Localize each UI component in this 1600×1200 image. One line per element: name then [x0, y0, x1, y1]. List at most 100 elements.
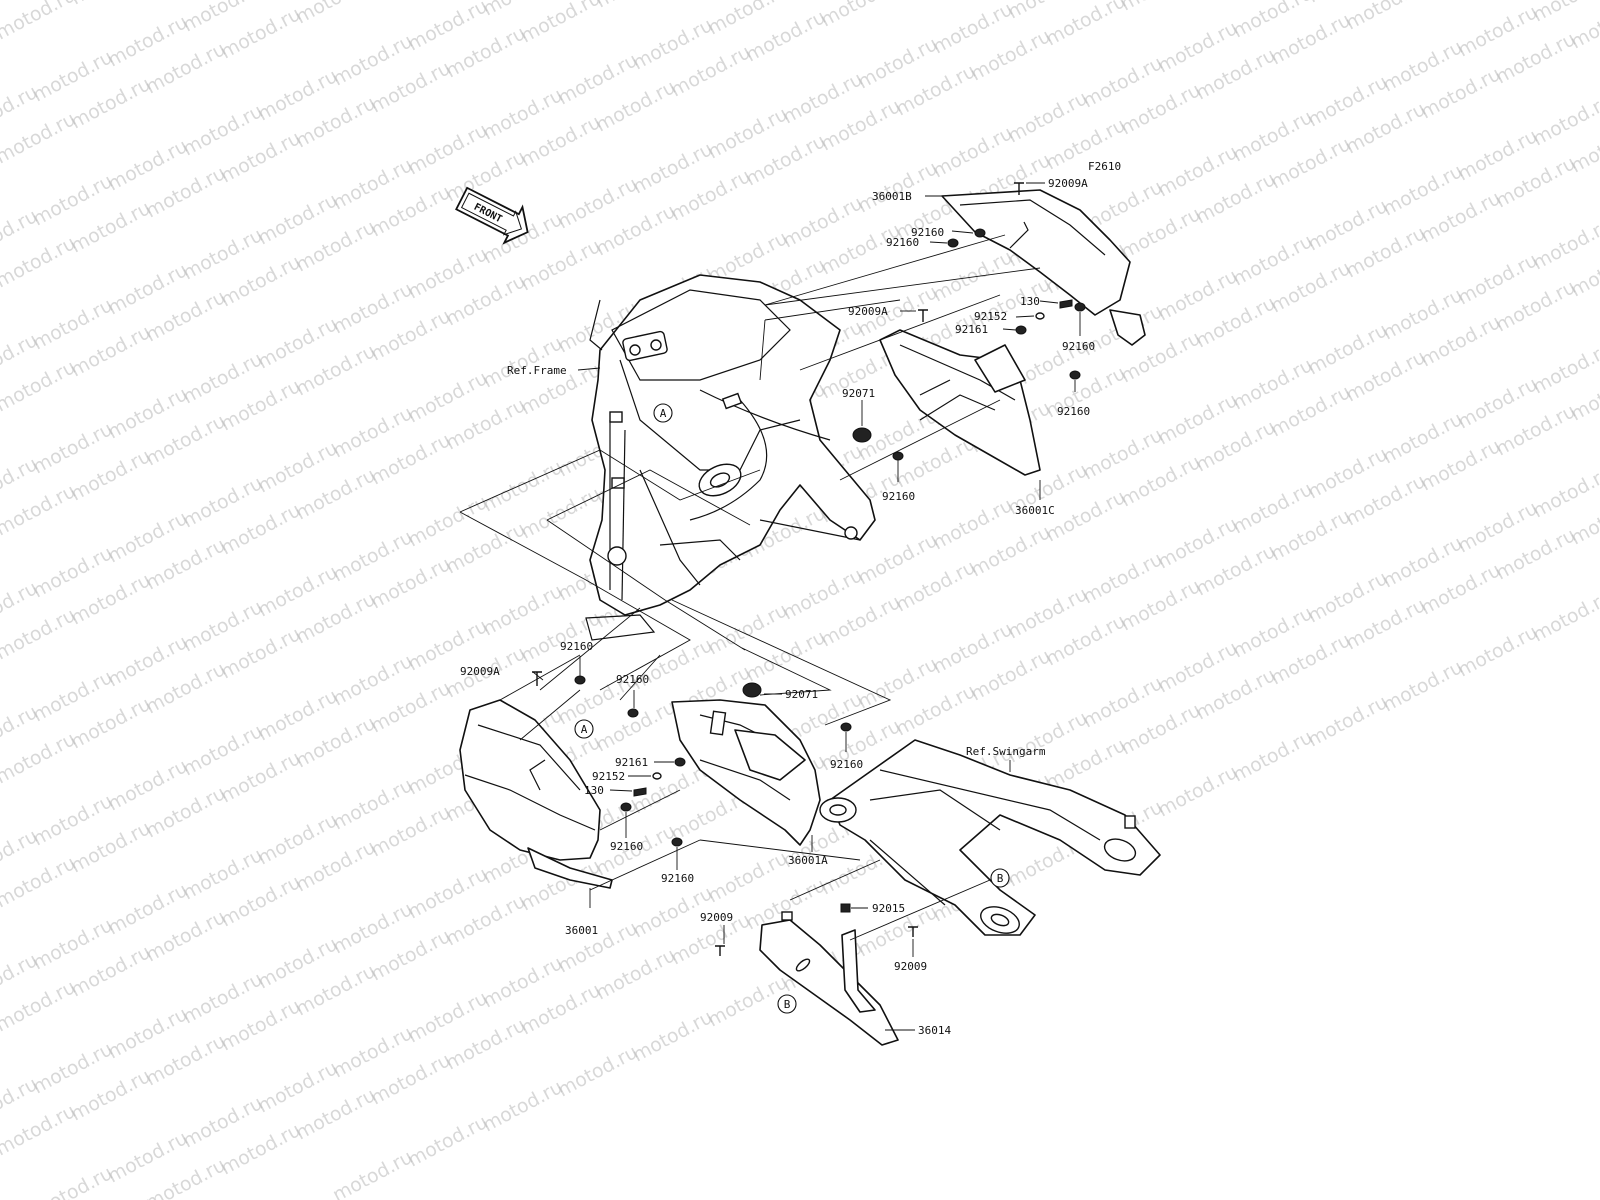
- swingarm-illustration: [819, 739, 1161, 936]
- callout-markers: A A B B: [574, 403, 1010, 1014]
- watermark-text: motod.ru: [0, 604, 79, 664]
- callout-b-swingarm-label: B: [997, 872, 1004, 885]
- callout-a-lower: [574, 719, 594, 739]
- watermark-text: motod.ru: [1529, 586, 1600, 646]
- callout-a-lower-label: A: [581, 723, 588, 736]
- bolt-92009a-b: [918, 309, 928, 322]
- label-92015: 92015: [872, 902, 905, 915]
- label-92160-upper-2: 92160: [911, 226, 944, 239]
- bolt-130-a: [1059, 299, 1073, 309]
- watermark-text: motod.ru: [1154, 761, 1241, 821]
- watermark-text: motod.ru: [1454, 621, 1541, 681]
- watermark-text: motod.ru: [0, 852, 79, 912]
- damper-92160-h: [840, 722, 852, 732]
- label-92160-upper-3: 92160: [1062, 340, 1095, 353]
- watermark-text: motod.ru: [554, 1041, 641, 1101]
- damper-92160-g: [627, 708, 639, 718]
- label-130-upper: 130: [1020, 295, 1040, 308]
- label-92071-upper: 92071: [842, 387, 875, 400]
- watermark-text: motod.ru: [1529, 90, 1600, 150]
- label-92152-upper: 92152: [974, 310, 1007, 323]
- watermark-text: motod.ru: [1379, 656, 1466, 716]
- watermark-text: motod.ru: [479, 1076, 566, 1136]
- damper-92160-a: [947, 238, 959, 248]
- cover-36001: [459, 699, 613, 889]
- watermark-text: motod.ru: [0, 108, 79, 168]
- bolt-130-b: [633, 787, 647, 797]
- frame-illustration: [585, 274, 876, 641]
- label-36001a: 36001A: [788, 854, 828, 867]
- watermark-text: motod.ru: [0, 232, 79, 292]
- collar-92152-a: [1035, 312, 1045, 320]
- label-36001b: 36001B: [872, 190, 912, 203]
- cover-36001b: [941, 189, 1146, 346]
- label-36014: 36014: [918, 1024, 951, 1037]
- watermark-text: motod.ru: [817, 0, 904, 31]
- bolt-92009-a: [715, 945, 725, 956]
- callout-a-upper: [653, 403, 673, 423]
- watermark-text: motod.ru: [1529, 462, 1600, 522]
- label-92009-right: 92009: [894, 960, 927, 973]
- damper-92160-j: [671, 837, 683, 847]
- label-92071-lower: 92071: [785, 688, 818, 701]
- label-ref-frame: Ref.Frame: [507, 364, 567, 377]
- label-92160-upper-4: 92160: [1057, 405, 1090, 418]
- callout-b-swingarm: [990, 868, 1010, 888]
- callout-b-guard-label: B: [784, 998, 791, 1011]
- label-92152-lower: 92152: [592, 770, 625, 783]
- damper-92161-a: [1015, 325, 1027, 335]
- watermark-text: motod.ru: [0, 480, 79, 540]
- damper-92160-f: [574, 675, 586, 685]
- watermark-text: motod.ru: [329, 1146, 416, 1200]
- watermark-text: motod.ru: [0, 1100, 79, 1160]
- watermark-text: motod.ru: [1529, 214, 1600, 274]
- watermark-text: motod.ru: [517, 0, 604, 47]
- part-labels: F2610 92009A 36001B 92160 92160 130 9200…: [460, 160, 1121, 1037]
- callout-b-guard: [777, 994, 797, 1014]
- watermark-text: motod.ru: [0, 356, 79, 416]
- label-92009a-mid: 92009A: [848, 305, 888, 318]
- chain-guard-36014: [759, 911, 899, 1046]
- label-92160-lower-4: 92160: [610, 840, 643, 853]
- label-ref-swingarm: Ref.Swingarm: [966, 745, 1046, 758]
- label-130-lower: 130: [584, 784, 604, 797]
- label-92160-upper-5: 92160: [882, 490, 915, 503]
- damper-92160-c: [1074, 302, 1086, 312]
- collar-92152-b: [652, 772, 662, 780]
- watermark-text: motod.ru: [292, 0, 379, 28]
- callout-a-upper-label: A: [660, 407, 667, 420]
- label-92160-upper-1: 92160: [886, 236, 919, 249]
- label-92160-lower-1: 92160: [560, 640, 593, 653]
- damper-92160-d: [1069, 370, 1081, 380]
- label-92009a-lower: 92009A: [460, 665, 500, 678]
- label-36001: 36001: [565, 924, 598, 937]
- hardware-symbols: [532, 182, 1086, 956]
- watermark-text: motod.ru: [1304, 691, 1391, 751]
- damper-92071-a: [852, 427, 872, 443]
- bolt-92009a-c: [532, 671, 542, 686]
- watermark-text: motod.ru: [1042, 0, 1129, 50]
- bolt-92009-b: [908, 926, 918, 937]
- label-92160-lower-3: 92160: [830, 758, 863, 771]
- watermark-text: motod.ru: [1229, 726, 1316, 786]
- figure-code: F2610: [1088, 160, 1121, 173]
- label-92161-lower: 92161: [615, 756, 648, 769]
- watermark-text: motod.ru: [1117, 0, 1204, 15]
- watermark-text: motod.ru: [67, 0, 154, 9]
- damper-92160-i: [620, 802, 632, 812]
- watermark-text: motod.ru: [1529, 338, 1600, 398]
- watermark-text: motod.ru: [1342, 0, 1429, 34]
- damper-92160-e: [892, 451, 904, 461]
- watermark-text: motod.ru: [0, 0, 79, 44]
- label-92161-upper: 92161: [955, 323, 988, 336]
- cover-36001c: [879, 329, 1041, 476]
- label-92009a-top: 92009A: [1048, 177, 1088, 190]
- cover-36001a: [671, 699, 821, 846]
- label-92009-left: 92009: [700, 911, 733, 924]
- leader-lines: [532, 182, 1081, 1031]
- watermark-text: motod.ru: [404, 1111, 491, 1171]
- label-92160-lower-2: 92160: [616, 673, 649, 686]
- label-92160-lower-5: 92160: [661, 872, 694, 885]
